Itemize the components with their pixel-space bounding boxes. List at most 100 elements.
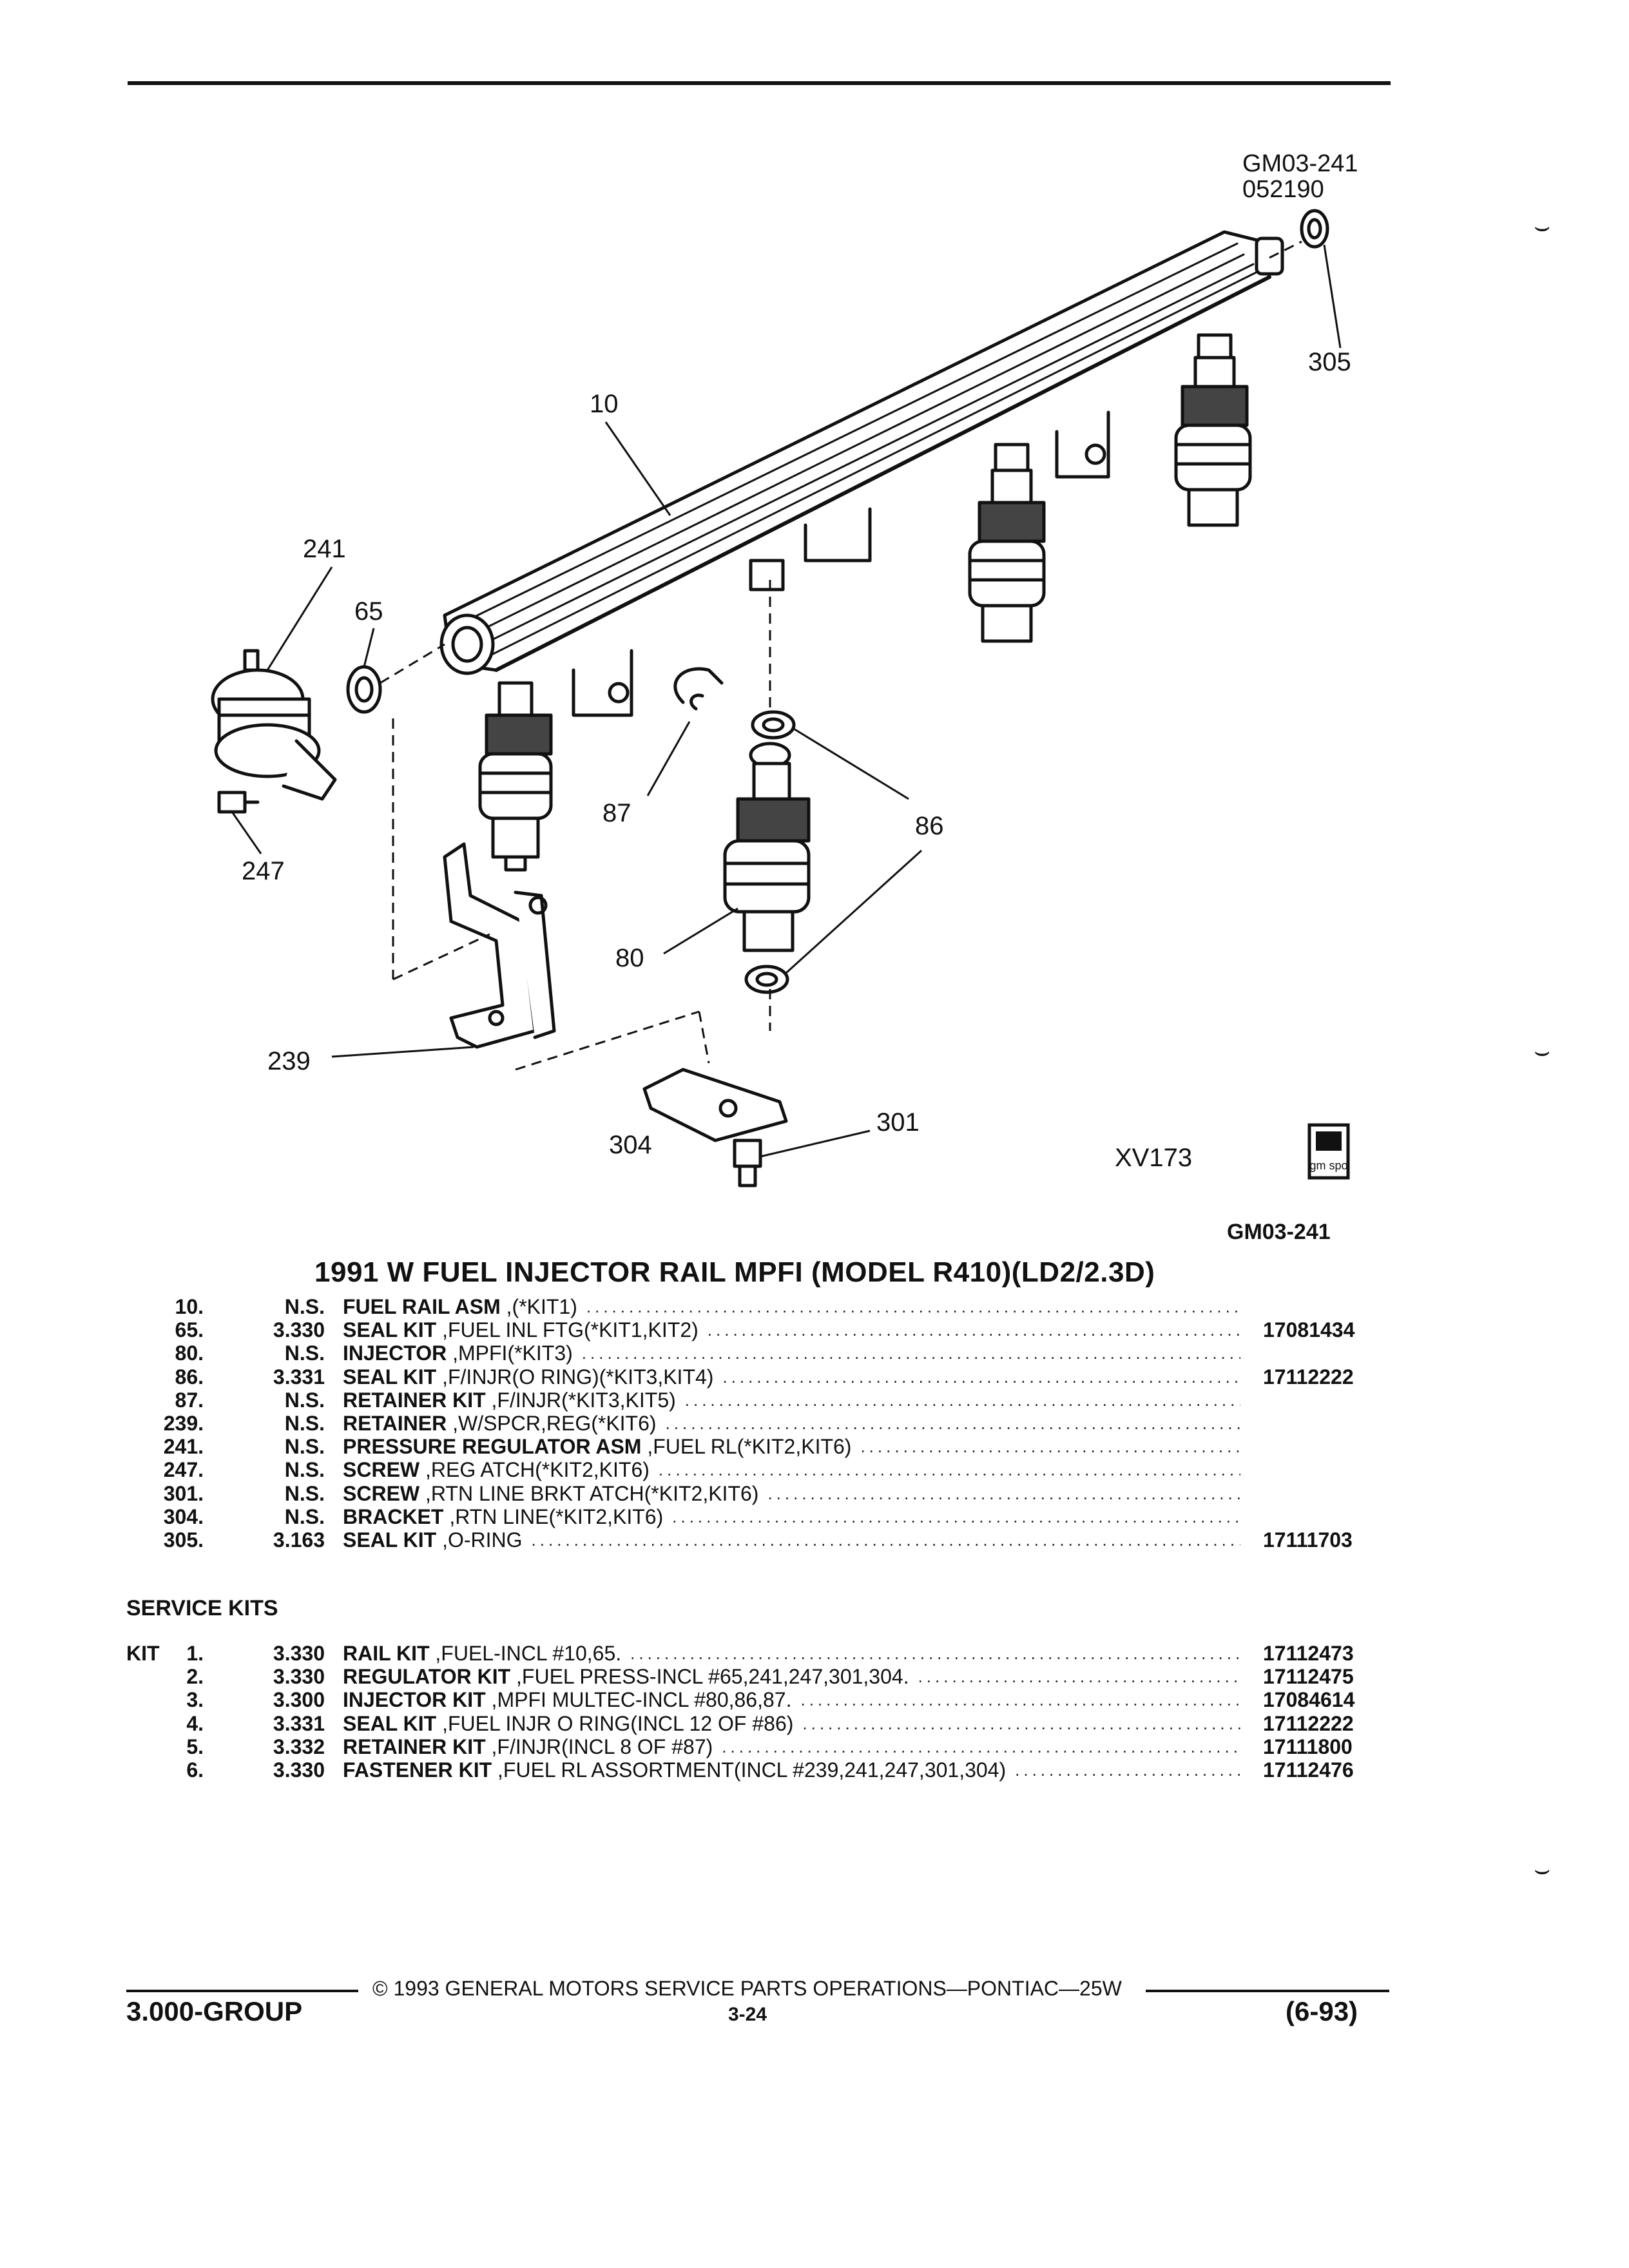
bracket-239 bbox=[443, 842, 556, 1049]
leader-dots: ........................................… bbox=[672, 1506, 1240, 1526]
quantity-code: N.S. bbox=[284, 1412, 325, 1435]
part-description: ,FUEL INJR O RING(INCL 12 OF #86) bbox=[442, 1711, 794, 1735]
kit-label: KIT bbox=[126, 1642, 160, 1665]
ref-number: 6. bbox=[186, 1758, 204, 1782]
ref-number: 1. bbox=[186, 1642, 204, 1665]
callout-304: 304 bbox=[609, 1131, 652, 1159]
quantity-code: N.S. bbox=[284, 1504, 325, 1528]
leader-dots: ........................................… bbox=[586, 1297, 1240, 1316]
ref-number: 2. bbox=[186, 1665, 204, 1689]
ref-number: 65. bbox=[175, 1318, 204, 1342]
part-name-text: RAIL KIT bbox=[343, 1642, 430, 1665]
fuel-rail-body bbox=[439, 230, 1284, 717]
part-name: BRACKET ,RTN LINE(*KIT2,KIT6) bbox=[343, 1505, 663, 1528]
leader-dots: ........................................… bbox=[665, 1414, 1240, 1433]
figure-id: GM03-241 bbox=[1242, 150, 1358, 177]
callout-87: 87 bbox=[602, 799, 631, 827]
screw-247 bbox=[217, 791, 260, 814]
part-name-text: RETAINER bbox=[343, 1412, 447, 1435]
part-number: 17112222 bbox=[1263, 1365, 1354, 1389]
quantity-code: 3.330 bbox=[273, 1665, 325, 1689]
leader-dots: ........................................… bbox=[860, 1437, 1240, 1457]
leader-dots: ........................................… bbox=[918, 1667, 1240, 1687]
part-name-text: INJECTOR KIT bbox=[343, 1688, 486, 1712]
ref-number: 5. bbox=[186, 1735, 204, 1758]
part-number: 17112222 bbox=[1263, 1711, 1354, 1735]
footer-page-number: 3-24 bbox=[728, 2004, 767, 2025]
part-description: ,FUEL INL FTG(*KIT1,KIT2) bbox=[442, 1318, 699, 1342]
leader-dots: ........................................… bbox=[658, 1460, 1240, 1480]
part-description: ,RTN LINE(*KIT2,KIT6) bbox=[449, 1504, 664, 1528]
part-name: REGULATOR KIT ,FUEL PRESS-INCL #65,241,2… bbox=[343, 1665, 909, 1688]
seal-305 bbox=[1300, 209, 1329, 249]
part-description: ,FUEL RL ASSORTMENT(INCL #239,241,247,30… bbox=[497, 1758, 1007, 1782]
leader-dots: ........................................… bbox=[800, 1690, 1240, 1710]
part-name-text: SCREW bbox=[343, 1458, 420, 1482]
part-description: ,O-RING bbox=[442, 1528, 523, 1552]
kit-row: 5. 3.332 RETAINER KIT ,F/INJR(INCL 8 OF #8… bbox=[0, 1735, 1629, 1758]
part-name-text: SEAL KIT bbox=[343, 1711, 437, 1735]
quantity-code: 3.330 bbox=[273, 1318, 325, 1342]
part-description: ,MPFI(*KIT3) bbox=[452, 1341, 573, 1365]
margin-mark: ⌣ bbox=[1534, 1037, 1551, 1066]
leader-dots: ........................................… bbox=[707, 1320, 1240, 1340]
callout-305: 305 bbox=[1308, 348, 1351, 376]
part-name-text: INJECTOR bbox=[343, 1341, 447, 1365]
quantity-code: 3.163 bbox=[273, 1528, 325, 1552]
quantity-code: 3.332 bbox=[273, 1735, 325, 1758]
ref-number: 3. bbox=[186, 1688, 204, 1712]
part-name: RETAINER KIT ,F/INJR(INCL 8 OF #87) bbox=[343, 1735, 713, 1758]
badge-text: gm spo bbox=[1309, 1159, 1347, 1172]
part-row: 239.N.S.RETAINER ,W/SPCR,REG(*KIT6).....… bbox=[0, 1412, 1629, 1435]
part-name-text: BRACKET bbox=[343, 1504, 444, 1528]
part-description: ,MPFI MULTEC-INCL #80,86,87. bbox=[491, 1688, 792, 1712]
ref-number: 239. bbox=[163, 1412, 204, 1435]
part-row: 80.N.S.INJECTOR ,MPFI(*KIT3)............… bbox=[0, 1341, 1629, 1365]
pressure-regulator bbox=[211, 649, 337, 801]
leader-dots: ........................................… bbox=[802, 1713, 1240, 1733]
callout-80: 80 bbox=[615, 944, 644, 972]
part-name-text: SEAL KIT bbox=[343, 1318, 437, 1342]
ref-number: 247. bbox=[163, 1458, 204, 1482]
leader-dots: ........................................… bbox=[684, 1390, 1240, 1410]
fuel-rail-exploded-diagram: gm spo 10 241 65 247 87 86 80 239 304 30… bbox=[211, 209, 1351, 1187]
ref-number: 80. bbox=[175, 1341, 204, 1365]
part-row: 87.N.S.RETAINER KIT ,F/INJR(*KIT3,KIT5).… bbox=[0, 1389, 1629, 1412]
part-name: INJECTOR ,MPFI(*KIT3) bbox=[343, 1341, 573, 1365]
part-number: 17111703 bbox=[1263, 1528, 1353, 1552]
figure-bottom-id: GM03-241 bbox=[1227, 1220, 1331, 1244]
part-number: 17084614 bbox=[1263, 1688, 1355, 1712]
part-name-text: RETAINER KIT bbox=[343, 1735, 486, 1758]
callout-65: 65 bbox=[354, 597, 383, 626]
quantity-code: 3.330 bbox=[273, 1642, 325, 1665]
part-description: ,RTN LINE BRKT ATCH(*KIT2,KIT6) bbox=[425, 1481, 759, 1505]
callout-86: 86 bbox=[915, 812, 944, 840]
ref-number: 241. bbox=[163, 1435, 204, 1459]
leader-dots: ........................................… bbox=[531, 1530, 1240, 1550]
injector-left bbox=[478, 681, 553, 872]
part-name-text: SEAL KIT bbox=[343, 1365, 437, 1389]
part-name: SEAL KIT ,FUEL INJR O RING(INCL 12 OF #8… bbox=[343, 1712, 793, 1735]
part-name-text: FASTENER KIT bbox=[343, 1758, 492, 1782]
injector-exploded bbox=[723, 710, 811, 994]
screw-301 bbox=[733, 1139, 762, 1187]
ref-number: 305. bbox=[163, 1528, 204, 1552]
injector-right bbox=[1174, 356, 1252, 527]
quantity-code: 3.331 bbox=[273, 1711, 325, 1735]
part-description: ,F/INJR(O RING)(*KIT3,KIT4) bbox=[442, 1365, 714, 1389]
part-number: 17111800 bbox=[1263, 1735, 1353, 1758]
part-name: PRESSURE REGULATOR ASM ,FUEL RL(*KIT2,KI… bbox=[343, 1435, 851, 1458]
part-row: 304.N.S.BRACKET ,RTN LINE(*KIT2,KIT6)...… bbox=[0, 1505, 1629, 1528]
leader-dots: ........................................… bbox=[630, 1644, 1240, 1663]
margin-mark: ⌣ bbox=[1534, 213, 1551, 241]
ref-number: 86. bbox=[175, 1365, 204, 1389]
bracket-304 bbox=[642, 1068, 788, 1142]
part-name: RETAINER KIT ,F/INJR(*KIT3,KIT5) bbox=[343, 1389, 676, 1412]
ref-number: 301. bbox=[163, 1481, 204, 1505]
ref-number: 87. bbox=[175, 1388, 204, 1412]
quantity-code: 3.330 bbox=[273, 1758, 325, 1782]
part-row: 241.N.S.PRESSURE REGULATOR ASM ,FUEL RL(… bbox=[0, 1435, 1629, 1458]
